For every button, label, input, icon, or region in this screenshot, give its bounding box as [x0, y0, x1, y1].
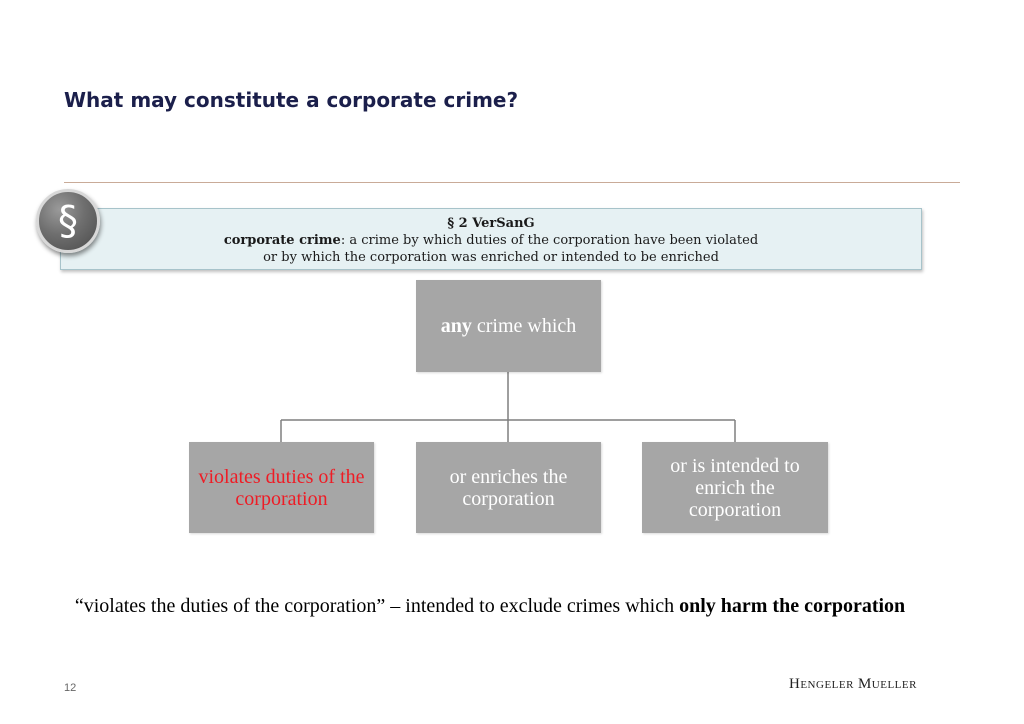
definition-term: corporate crime: [223, 233, 341, 248]
definition-heading: § 2 VerSanG: [447, 216, 535, 231]
root-bold-text: any: [440, 315, 472, 337]
definition-line-1-rest: : a crime by which duties of the corpora…: [340, 233, 759, 248]
diagram-child-enriches: or enriches the corporation: [416, 442, 601, 533]
title-divider: [64, 182, 960, 183]
section-sign-icon: §: [36, 189, 100, 253]
child-label: or is intended to enrich the corporation: [670, 454, 800, 521]
diagram-child-violates-duties: violates duties of the corporation: [189, 442, 374, 533]
diagram-child-intended-enrich: or is intended to enrich the corporation: [642, 442, 828, 533]
page-number: 12: [64, 682, 77, 694]
definition-line-2: or by which the corporation was enriched…: [263, 250, 719, 265]
note-regular-text: “violates the duties of the corporation”…: [74, 595, 680, 617]
child-label: or enriches the corporation: [449, 465, 568, 510]
root-rest-text: crime which: [471, 315, 577, 337]
definition-box: § 2 VerSanG corporate crime: a crime by …: [60, 208, 922, 270]
diagram-root-box: any crime which: [416, 280, 601, 372]
footnote-statement: “violates the duties of the corporation”…: [40, 592, 940, 621]
slide-title: What may constitute a corporate crime?: [64, 88, 519, 112]
definition-line-1: corporate crime: a crime by which duties…: [61, 232, 921, 249]
child-label: violates duties of the corporation: [198, 465, 365, 510]
note-bold-text: only harm the corporation: [679, 595, 906, 617]
